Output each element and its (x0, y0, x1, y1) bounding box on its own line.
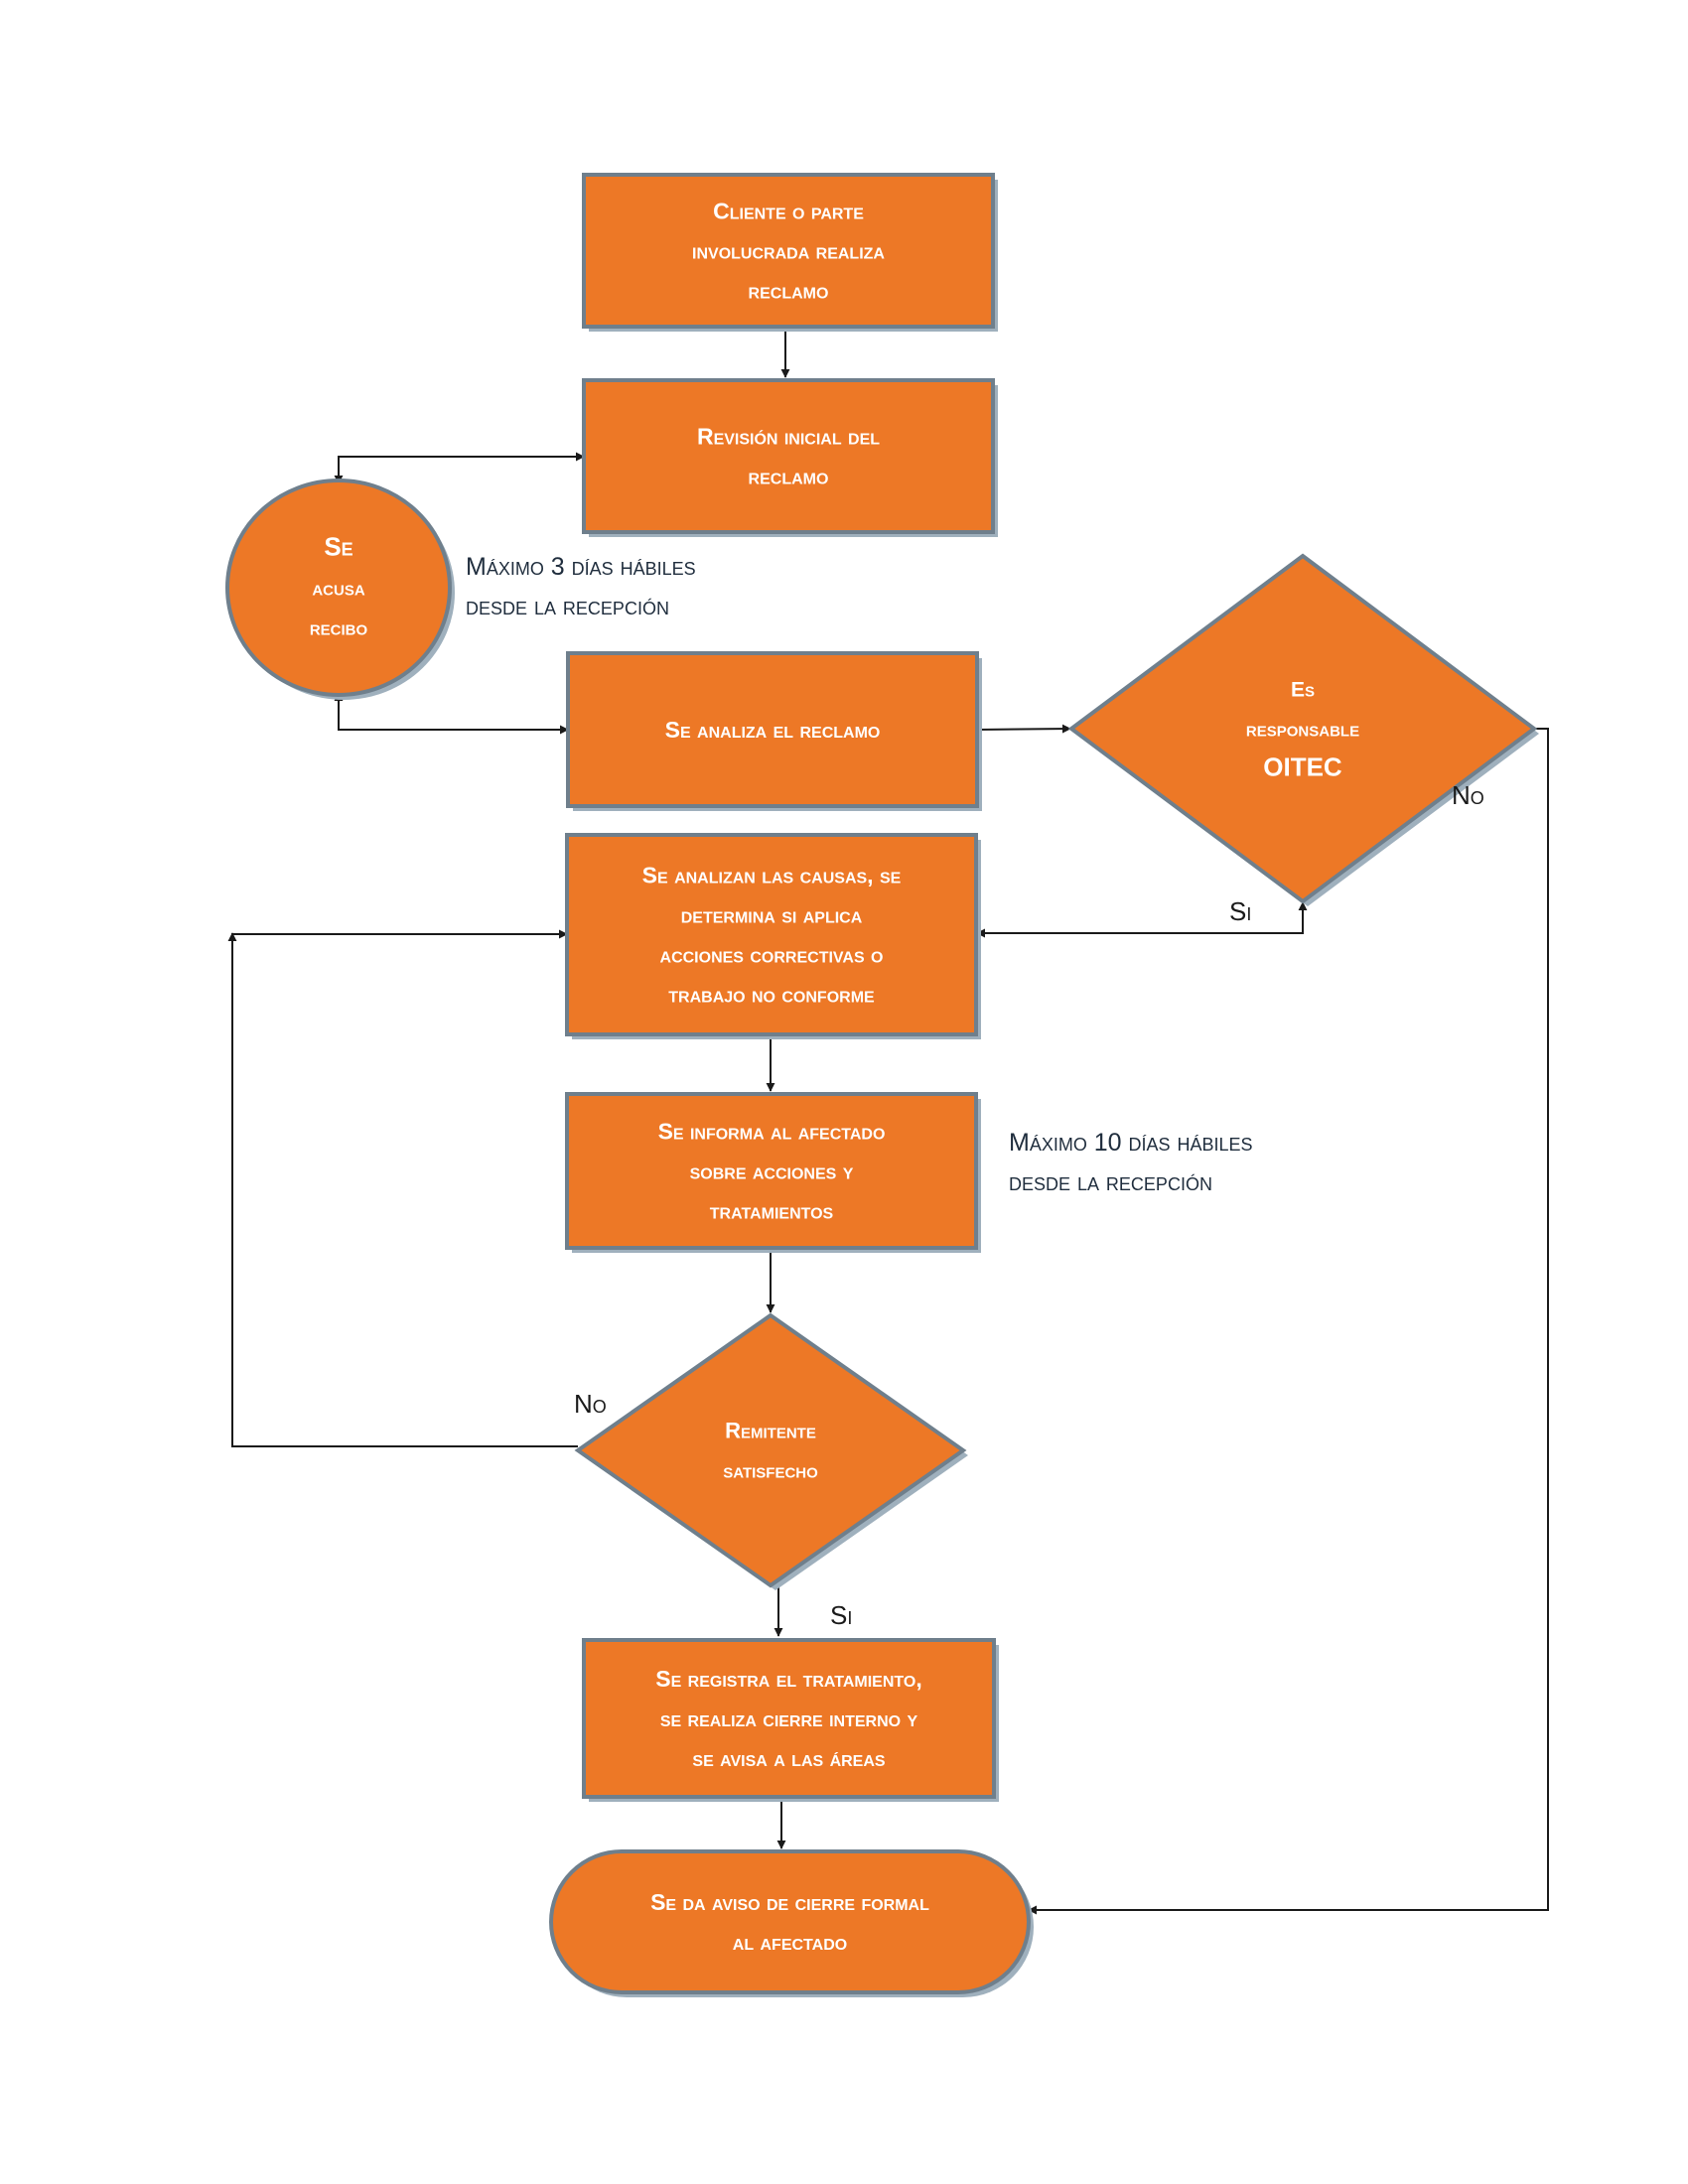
process-box (582, 378, 995, 534)
edge-oitec-no (1028, 728, 1549, 1915)
node-label-line: trabajo no conforme (668, 982, 875, 1008)
connectors (227, 327, 1549, 1915)
note-line: Máximo 3 días hábiles (466, 553, 696, 581)
node-label-line: se avisa a las áreas (692, 1745, 886, 1771)
process-box (565, 833, 978, 1036)
node-label: Se analiza el reclamo (665, 717, 881, 743)
node-acusa-recibo: Se acusa recibo (225, 478, 455, 700)
node-label-line: sobre acciones y (690, 1159, 854, 1184)
edge-oitec-si (976, 901, 1308, 938)
node-label-line: responsable (1246, 718, 1359, 741)
node-analiza-reclamo: Se analiza el reclamo (566, 651, 982, 811)
node-label-line: Se informa al afectado (658, 1119, 886, 1145)
node-label-line: reclamo (749, 464, 829, 489)
node-label-line: acciones correctivas o (660, 942, 884, 968)
decision-diamond (1067, 553, 1538, 904)
node-label-line: satisfecho (723, 1458, 818, 1483)
process-box (582, 1638, 996, 1799)
edge-analiza-to-oitec (976, 724, 1071, 734)
node-label: Se informa al afectado sobre acciones y tr… (658, 1119, 886, 1224)
node-label-line: al afectado (733, 1929, 847, 1955)
node-label: Cliente o parte involucrada realiza reclam… (692, 199, 885, 304)
edge-satisfecho-no (227, 932, 578, 1447)
node-analizan-causas: Se analizan las causas, se determina si a… (565, 833, 981, 1039)
node-aviso-cierre: Se da aviso de cierre formal al afectado (549, 1849, 1034, 1997)
process-box (565, 1092, 978, 1250)
node-label-line: Revisión inicial del (697, 424, 880, 450)
node-label-line: Es (1291, 678, 1315, 701)
node-label-line: determina si aplica (681, 902, 863, 928)
node-label-line: Se analiza el reclamo (665, 717, 881, 743)
node-label-line: se realiza cierre interno y (660, 1706, 918, 1731)
note-line: desde la recepción (466, 593, 669, 620)
node-label: Se da aviso de cierre formal al afectado (650, 1889, 929, 1955)
node-label: Se registra el tratamiento, se realiza ci… (655, 1666, 921, 1771)
node-cliente-reclamo: Cliente o parte involucrada realiza reclam… (582, 173, 998, 332)
node-informa-afectado: Se informa al afectado sobre acciones y tr… (565, 1092, 981, 1253)
note-line: Máximo 10 días hábiles (1009, 1129, 1253, 1157)
node-revision-inicial: Revisión inicial del reclamo (582, 378, 998, 537)
note-line: desde la recepción (1009, 1168, 1212, 1196)
nodes: Cliente o parte involucrada realiza reclam… (225, 173, 1539, 1997)
node-label-line: OITEC (1263, 751, 1342, 781)
node-label-line: acusa (312, 576, 365, 601)
note-plazo-3-dias: Máximo 3 días hábiles desde la recepción (466, 553, 703, 620)
label-satisfecho-no: No (574, 1389, 607, 1419)
node-label: Se analizan las causas, se determina si a… (642, 863, 902, 1008)
node-registra-tratamiento: Se registra el tratamiento, se realiza ci… (582, 1638, 999, 1802)
node-label-line: recibo (310, 615, 368, 640)
node-label-line: Se registra el tratamiento, (655, 1666, 921, 1692)
node-label-line: involucrada realiza (692, 238, 885, 264)
node-label: Revisión inicial del reclamo (697, 424, 880, 489)
decision-diamond (574, 1312, 967, 1588)
node-label: Se acusa recibo (310, 532, 368, 640)
terminator-shape (549, 1849, 1031, 1994)
node-label-line: Se analizan las causas, se (642, 863, 902, 888)
node-label-line: Se da aviso de cierre formal (650, 1889, 929, 1915)
node-label-line: Cliente o parte (713, 199, 864, 224)
label-satisfecho-si: Si (830, 1600, 852, 1630)
node-label-line: tratamientos (710, 1198, 834, 1224)
node-label-line: Se (324, 532, 352, 562)
process-box (566, 651, 979, 808)
connector-circle (225, 478, 452, 697)
label-oitec-si: Si (1229, 896, 1251, 926)
label-oitec-no: No (1452, 780, 1484, 810)
node-remitente-satisfecho: Remitente satisfecho (574, 1312, 968, 1590)
node-label-line: reclamo (749, 278, 829, 304)
node-label-line: Remitente (725, 1419, 816, 1443)
edge-revision-acusa (334, 452, 585, 484)
node-label: Remitente satisfecho (723, 1419, 818, 1483)
edge-acusa-analiza (334, 692, 569, 735)
process-box (582, 173, 995, 329)
note-plazo-10-dias: Máximo 10 días hábiles desde la recepció… (1009, 1129, 1259, 1196)
